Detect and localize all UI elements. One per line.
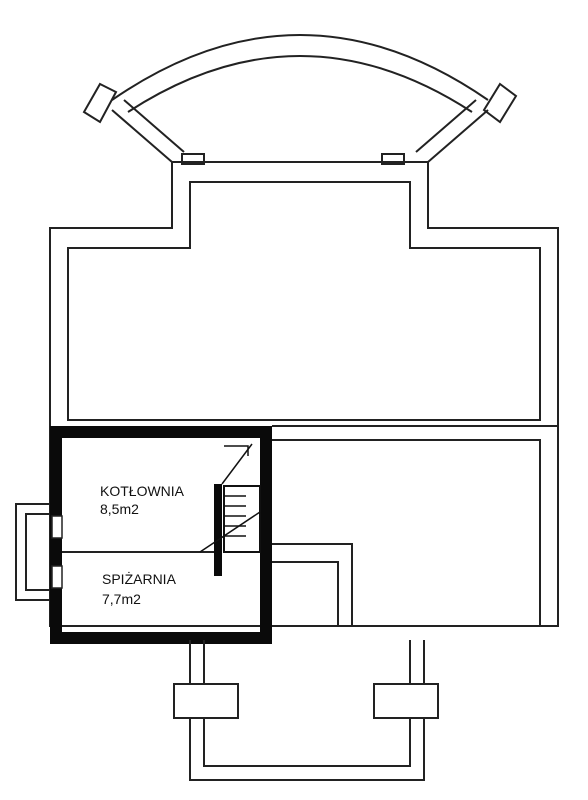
recess-inner [272, 561, 339, 626]
bay-pier-left [181, 153, 205, 165]
porch-column-left [173, 683, 239, 719]
stair-diagonal-bottom [199, 511, 261, 553]
room-name-boiler: KOTŁOWNIA [100, 483, 185, 499]
stair-outline [223, 485, 261, 553]
highlighted-block [50, 426, 272, 644]
stair-stringer [214, 484, 222, 576]
bay-wall-left-outer [111, 109, 173, 163]
window-opening [51, 565, 63, 589]
right-room-inner [272, 439, 541, 626]
bay-arc-outer [111, 34, 489, 101]
stair-top-rail [224, 445, 249, 456]
main-walls [49, 161, 559, 627]
bay-post-left [82, 82, 118, 124]
top-bay [82, 34, 518, 165]
left-window-bay [15, 503, 63, 601]
outer-wall [49, 161, 559, 627]
porch-column-right [373, 683, 439, 719]
room-area-boiler: 8,5m2 [100, 501, 139, 517]
side-bay-inner [25, 513, 50, 591]
bay-post-right [482, 82, 518, 124]
window-opening [51, 515, 63, 539]
stair-diagonal-top [221, 443, 253, 485]
recess-outer [272, 543, 353, 626]
highlighted-outline [50, 426, 272, 644]
bay-wall-right-inner [415, 99, 477, 153]
bottom-porch [173, 640, 439, 781]
side-bay-outline [15, 503, 50, 601]
inner-wall [67, 181, 541, 421]
bay-wall-right-outer [427, 109, 489, 163]
bay-wall-left-inner [123, 99, 185, 153]
bay-pier-right [381, 153, 405, 165]
room-area-pantry: 7,7m2 [102, 591, 141, 607]
room-labels: KOTŁOWNIA 8,5m2 SPIŻARNIA 7,7m2 [100, 483, 185, 607]
bay-arc-inner [127, 55, 473, 113]
stair [199, 443, 261, 576]
room-name-pantry: SPIŻARNIA [102, 570, 177, 587]
